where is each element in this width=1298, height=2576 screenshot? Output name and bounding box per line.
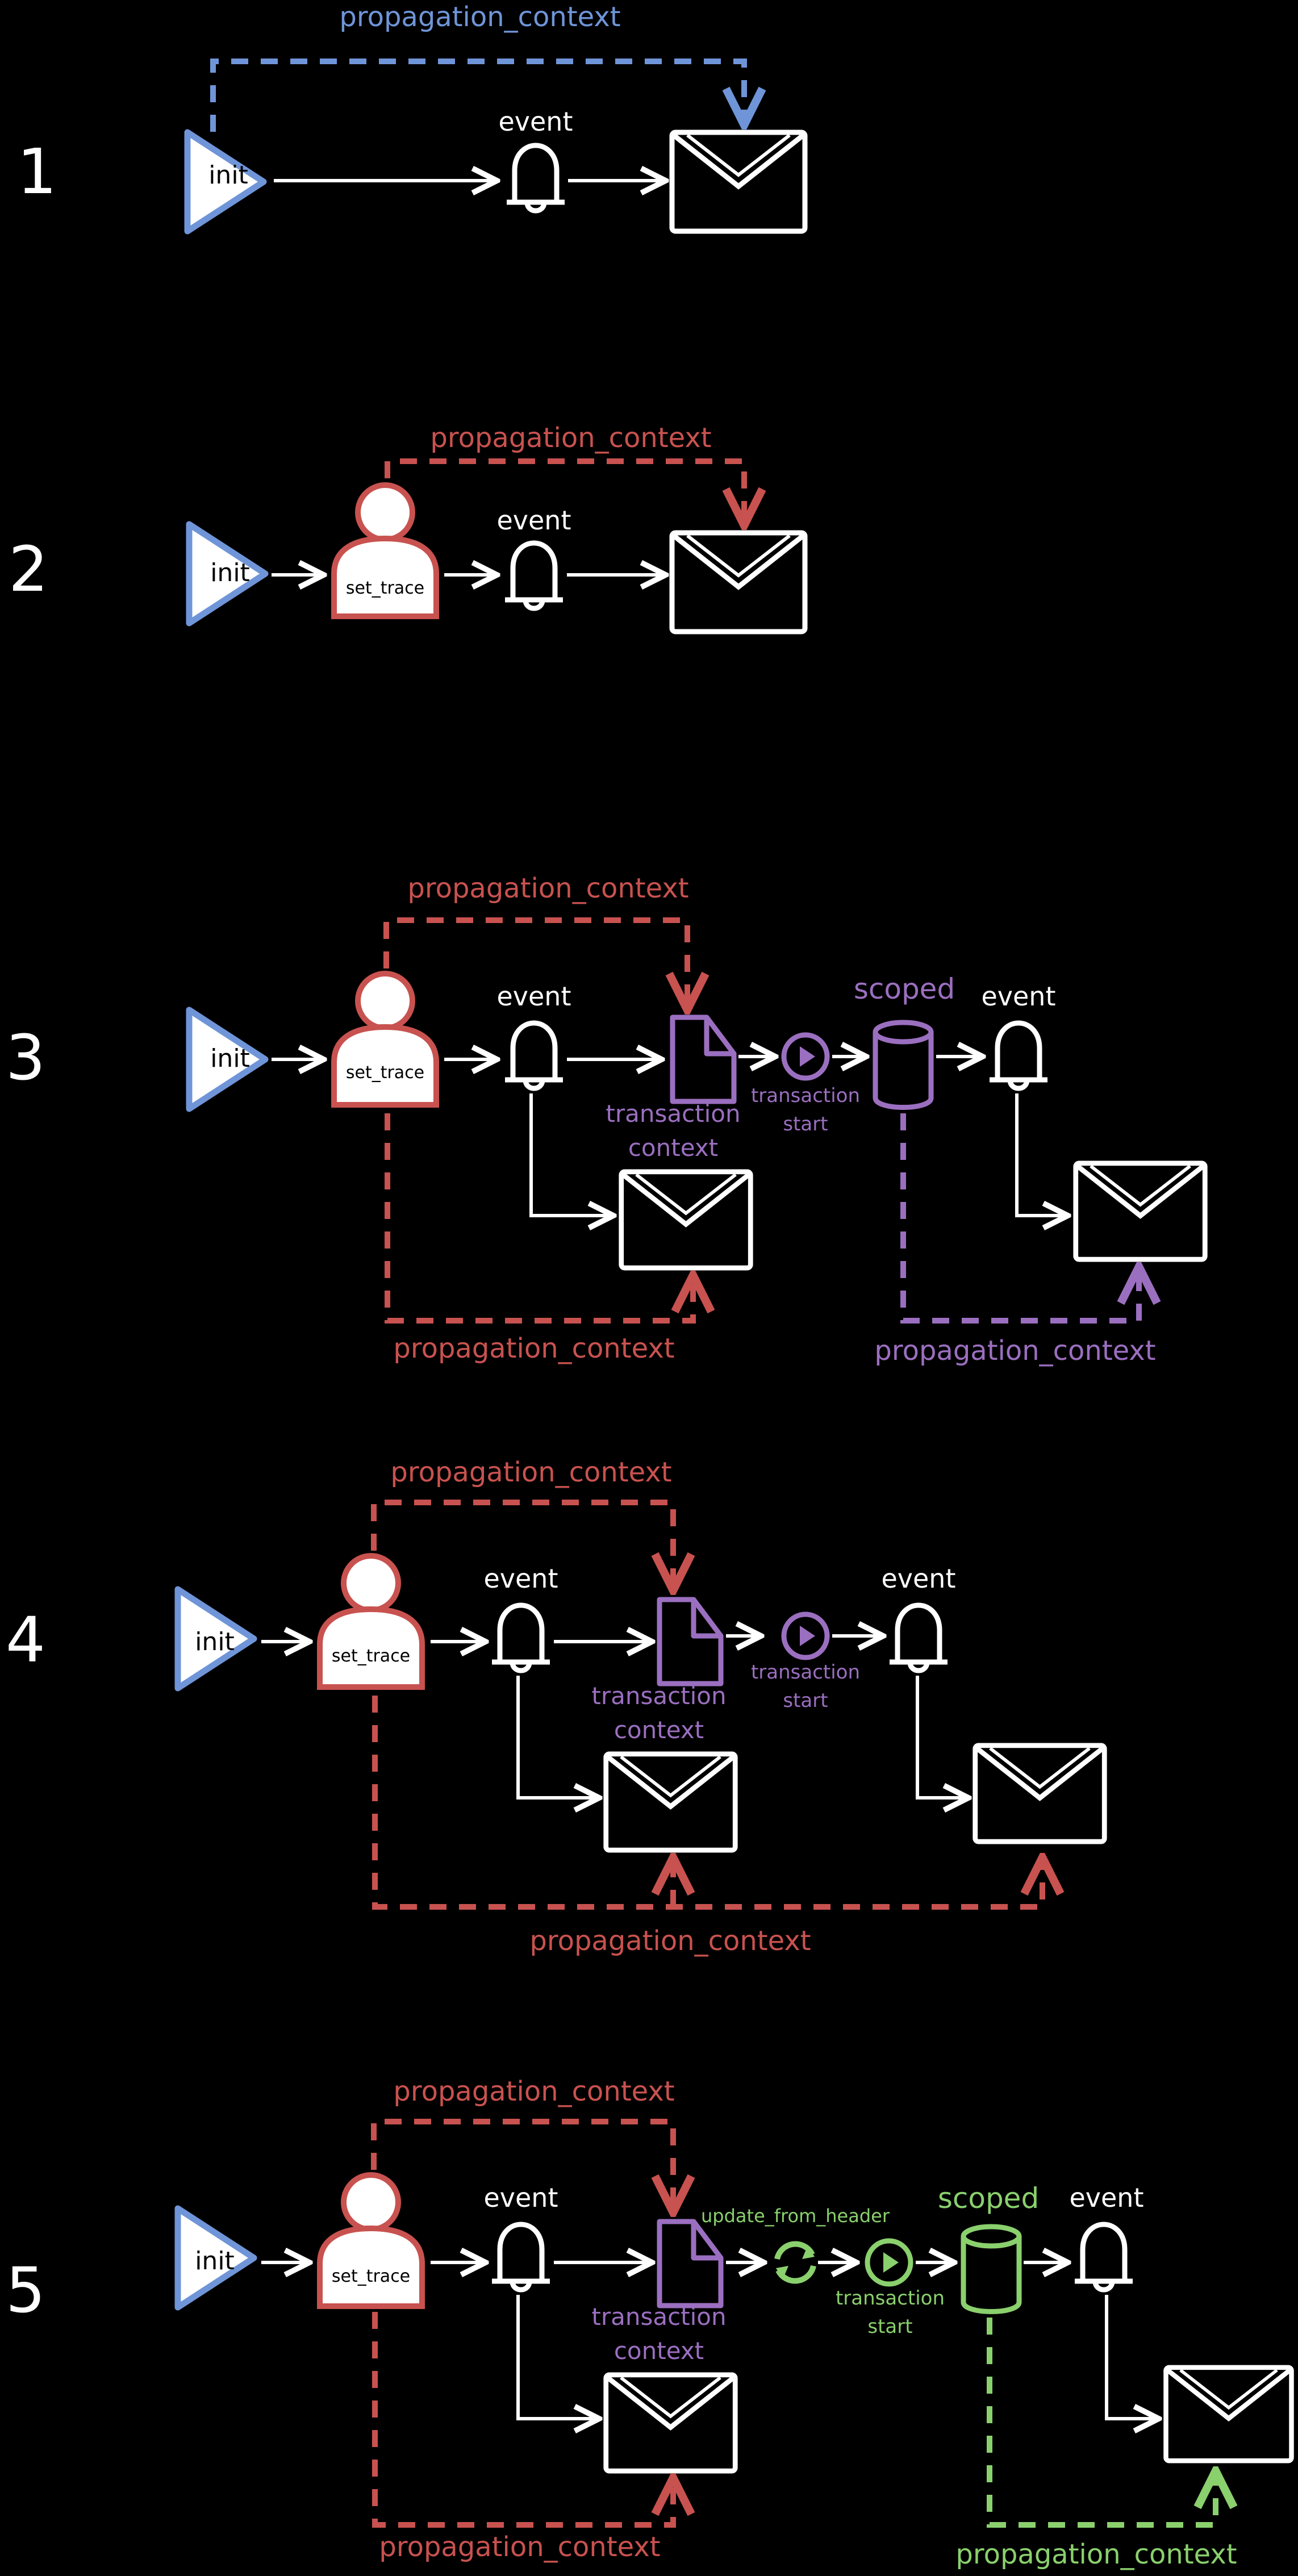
person-icon bbox=[320, 2175, 422, 2306]
document-icon bbox=[660, 1600, 721, 1684]
row-3: 3 init set_trace event transaction conte… bbox=[6, 872, 1205, 1367]
bell-icon bbox=[507, 145, 565, 211]
envelope-icon bbox=[1166, 2368, 1292, 2461]
envelope-icon bbox=[1076, 1163, 1205, 1259]
document-icon bbox=[660, 2222, 721, 2306]
set-trace-label: set_trace bbox=[346, 578, 424, 598]
transaction-context-label: context bbox=[614, 2337, 704, 2365]
propagation-context-line bbox=[372, 1696, 1042, 1910]
propagation-context-line bbox=[385, 458, 744, 525]
row-4: 4 init set_trace event transaction conte… bbox=[6, 1456, 1104, 1957]
init-label: init bbox=[195, 2247, 235, 2276]
propagation-context-label: propagation_context bbox=[379, 2531, 660, 2563]
propagation-context-label: propagation_context bbox=[393, 2076, 674, 2107]
bell-icon bbox=[505, 1023, 563, 1088]
init-label: init bbox=[208, 161, 248, 190]
envelope-icon bbox=[621, 1172, 751, 1268]
envelope-icon bbox=[975, 1746, 1105, 1842]
row-number: 2 bbox=[9, 533, 48, 606]
bell-icon bbox=[492, 2224, 550, 2290]
bell-icon bbox=[890, 1605, 948, 1671]
event-label: event bbox=[496, 981, 571, 1012]
person-icon bbox=[334, 974, 436, 1105]
row-number: 1 bbox=[17, 135, 57, 208]
propagation-context-label: propagation_context bbox=[339, 1, 620, 33]
transaction-context-label: context bbox=[614, 1716, 704, 1744]
propagation-context-label: propagation_context bbox=[390, 1456, 671, 1488]
row-number: 3 bbox=[6, 1021, 45, 1094]
propagation-context-line bbox=[371, 1500, 673, 1590]
transaction-context-label: context bbox=[628, 1134, 718, 1162]
transaction-context-label: transaction bbox=[591, 1682, 726, 1710]
transaction-start-label: transaction bbox=[751, 1661, 860, 1684]
bell-icon bbox=[505, 543, 563, 608]
scoped-label: scoped bbox=[938, 2182, 1039, 2215]
propagation-context-line bbox=[210, 59, 744, 132]
init-label: init bbox=[195, 1627, 235, 1656]
event-label: event bbox=[498, 106, 573, 137]
set-trace-label: set_trace bbox=[332, 1646, 410, 1666]
propagation-context-line bbox=[385, 1113, 693, 1324]
play-circle-icon bbox=[784, 1614, 827, 1658]
scoped-label: scoped bbox=[854, 972, 955, 1005]
transaction-start-label: start bbox=[867, 2315, 912, 2338]
database-cylinder-icon bbox=[875, 1022, 931, 1108]
document-icon bbox=[673, 1017, 734, 1101]
init-label: init bbox=[210, 1044, 250, 1073]
bell-icon bbox=[1075, 2224, 1133, 2290]
envelope-icon bbox=[606, 2375, 736, 2471]
event-label: event bbox=[881, 1563, 955, 1594]
propagation-context-label: propagation_context bbox=[430, 422, 711, 454]
refresh-cycle-icon bbox=[774, 2241, 816, 2284]
propagation-context-label: propagation_context bbox=[955, 2539, 1237, 2570]
envelope-icon bbox=[672, 533, 805, 632]
set-trace-label: set_trace bbox=[346, 1063, 424, 1083]
person-icon bbox=[320, 1556, 422, 1687]
event-label: event bbox=[483, 1563, 558, 1594]
propagation-context-line bbox=[987, 2318, 1216, 2528]
row-number: 5 bbox=[6, 2254, 45, 2327]
transaction-start-label: transaction bbox=[836, 2287, 945, 2310]
propagation-context-line bbox=[900, 1113, 1139, 1324]
envelope-icon bbox=[672, 132, 805, 231]
propagation-context-label: propagation_context bbox=[529, 1925, 811, 1957]
set-trace-label: set_trace bbox=[332, 2266, 410, 2286]
event-label: event bbox=[1069, 2182, 1143, 2213]
init-label: init bbox=[210, 558, 250, 587]
flow-arrow bbox=[1105, 2295, 1159, 2419]
transaction-context-label: transaction bbox=[591, 2303, 726, 2331]
propagation-context-line bbox=[371, 2119, 673, 2212]
transaction-start-label: transaction bbox=[751, 1084, 860, 1107]
event-label: event bbox=[483, 2182, 558, 2213]
flow-arrow bbox=[516, 2295, 599, 2419]
propagation-context-label: propagation_context bbox=[874, 1335, 1155, 1367]
transaction-start-label: start bbox=[783, 1113, 828, 1135]
propagation-context-line bbox=[383, 917, 687, 1010]
flow-arrow bbox=[516, 1676, 599, 1798]
row-5: 5 init set_trace event transaction conte… bbox=[6, 2076, 1292, 2570]
row-number: 4 bbox=[6, 1604, 45, 1676]
event-label: event bbox=[496, 505, 571, 536]
play-circle-icon bbox=[784, 1035, 827, 1078]
database-cylinder-icon bbox=[963, 2227, 1019, 2312]
propagation-context-label: propagation_context bbox=[407, 872, 688, 904]
flow-arrow bbox=[916, 1676, 969, 1798]
update-from-header-label: update_from_header bbox=[701, 2205, 890, 2227]
transaction-start-label: start bbox=[783, 1689, 828, 1712]
propagation-context-label: propagation_context bbox=[393, 1333, 674, 1364]
row-1: 1 init event propagation_context bbox=[17, 1, 805, 231]
flow-arrow bbox=[1015, 1093, 1068, 1216]
transaction-context-label: transaction bbox=[606, 1100, 740, 1128]
bell-icon bbox=[990, 1023, 1047, 1088]
event-label: event bbox=[981, 981, 1055, 1012]
row-2: 2 init set_trace event propagation_conte… bbox=[9, 422, 805, 632]
play-circle-icon bbox=[867, 2241, 911, 2284]
envelope-icon bbox=[606, 1754, 736, 1850]
flow-arrow bbox=[529, 1093, 613, 1216]
propagation-context-line bbox=[372, 2312, 673, 2528]
bell-icon bbox=[492, 1605, 550, 1671]
